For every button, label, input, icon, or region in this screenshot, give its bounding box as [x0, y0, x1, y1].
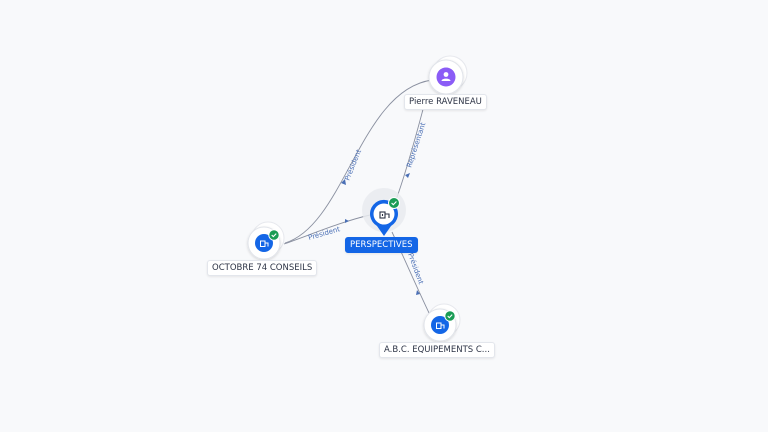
verified-check-icon	[444, 310, 456, 322]
edge-pierre-octobre[interactable]	[284, 79, 433, 244]
edge-pierre-perspectives[interactable]	[395, 97, 427, 201]
edge-octobre-perspectives[interactable]	[283, 214, 371, 245]
verified-check-icon	[388, 197, 400, 209]
node-octobre-74-conseils[interactable]	[247, 221, 285, 260]
node-label-octobre-74-conseils[interactable]: OCTOBRE 74 CONSEILS	[207, 260, 318, 276]
arrow-pierre-octobre-icon	[341, 179, 346, 185]
node-label-abc-equipements[interactable]: A.B.C. EQUIPEMENTS C...	[379, 342, 495, 358]
edges	[283, 79, 433, 316]
arrow-octobre-perspectives-icon	[345, 219, 349, 223]
building-icon	[379, 211, 390, 219]
node-label-perspectives[interactable]: PERSPECTIVES	[345, 237, 418, 253]
building-icon	[436, 322, 445, 329]
edge-label-pierre-perspectives: Représentant	[405, 121, 427, 168]
edge-label-pierre-octobre: Président	[343, 148, 363, 182]
edge-label-octobre-perspectives: Président	[307, 225, 341, 242]
person-icon	[441, 72, 451, 81]
node-abc-equipements[interactable]	[423, 303, 461, 342]
arrow-pierre-perspectives-icon	[405, 173, 410, 178]
verified-check-icon	[268, 229, 280, 241]
node-label-pierre-raveneau[interactable]: Pierre RAVENEAU	[404, 94, 487, 110]
node-pierre-raveneau[interactable]	[428, 55, 468, 95]
person-avatar	[436, 67, 456, 87]
arrow-perspectives-abc-icon	[416, 290, 420, 295]
edge-arrows	[341, 173, 420, 295]
building-icon	[260, 240, 269, 247]
node-perspectives[interactable]	[362, 188, 406, 236]
